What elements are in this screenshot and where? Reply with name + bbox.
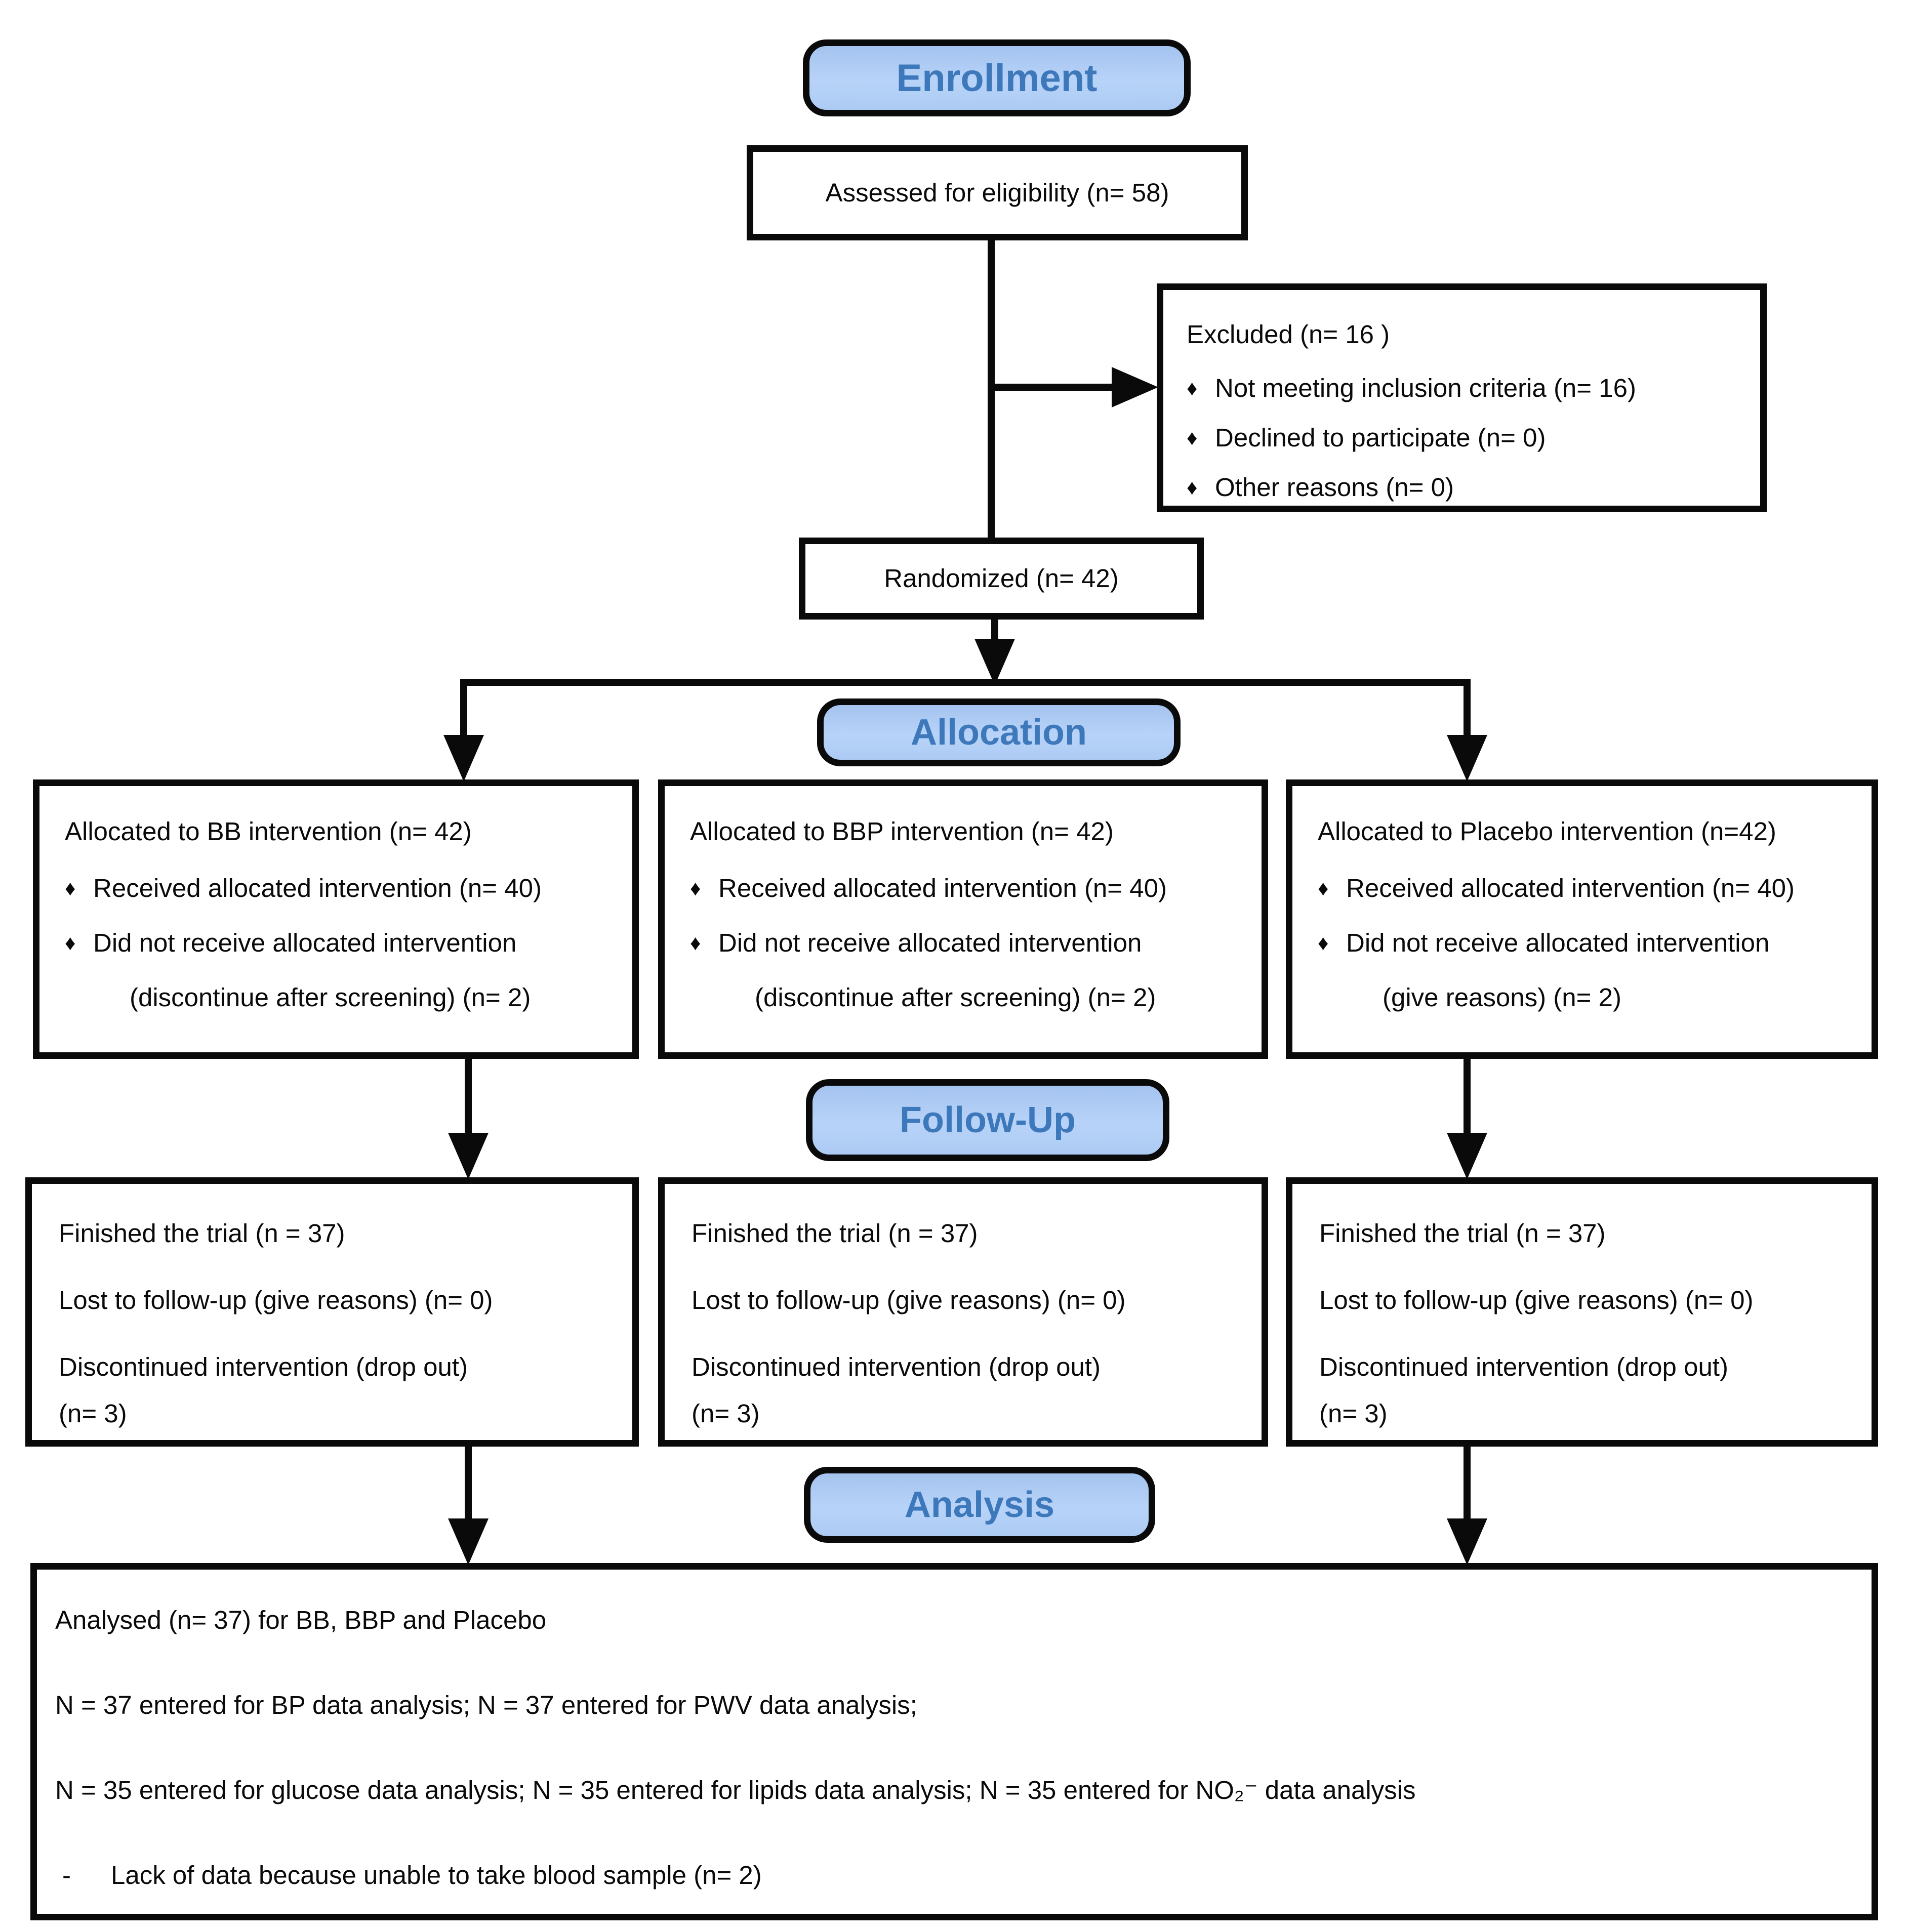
diamond-bullet-icon: ♦ xyxy=(65,876,76,900)
arrow-right-icon xyxy=(1112,367,1158,407)
arrow-down-icon xyxy=(1447,1133,1487,1179)
follow-up-line: Lost to follow-up (give reasons) (n= 0) xyxy=(1319,1286,1754,1314)
excluded-bullet-text: Other reasons (n= 0) xyxy=(1215,473,1454,502)
excluded-title: Excluded (n= 16 ) xyxy=(1187,320,1390,349)
connector-follow-up-to-analysis-right xyxy=(1464,1446,1471,1522)
connector-to-excluded xyxy=(988,384,1116,391)
diamond-bullet-icon: ♦ xyxy=(690,876,701,900)
follow-up-line: Discontinued intervention (drop out) xyxy=(692,1352,1101,1381)
allocation-title: Allocated to BB intervention (n= 42) xyxy=(65,817,472,846)
allocation-bullet-continuation: (discontinue after screening) (n= 2) xyxy=(130,983,531,1012)
analysis-dash-line: - Lack of data because unable to take bl… xyxy=(55,1859,1859,1892)
allocation-bullet-continuation: (discontinue after screening) (n= 2) xyxy=(755,983,1156,1012)
allocation-bbp-box: Allocated to BBP intervention (n= 42) ♦ … xyxy=(658,779,1268,1059)
allocation-bullet-text: Did not receive allocated intervention xyxy=(93,928,517,957)
dash-bullet: - xyxy=(62,1861,71,1889)
analysis-line: N = 35 entered for glucose data analysis… xyxy=(55,1776,1416,1804)
allocation-bb-box: Allocated to BB intervention (n= 42) ♦ R… xyxy=(33,779,639,1059)
allocation-bullet-text: Did not receive allocated intervention xyxy=(718,928,1142,957)
allocation-bullet-row: ♦ Received allocated intervention (n= 40… xyxy=(65,872,620,905)
follow-up-bbp-box: Finished the trial (n = 37) Lost to foll… xyxy=(658,1177,1268,1447)
connector-follow-up-to-analysis-left xyxy=(465,1446,472,1522)
follow-up-line: (n= 3) xyxy=(1319,1399,1388,1428)
follow-up-line: Lost to follow-up (give reasons) (n= 0) xyxy=(692,1286,1126,1314)
diamond-bullet-icon: ♦ xyxy=(1187,426,1198,449)
allocation-bullet-row: ♦ Did not receive allocated intervention xyxy=(65,927,620,959)
connector-randomized-to-split xyxy=(991,619,998,644)
follow-up-line: Lost to follow-up (give reasons) (n= 0) xyxy=(59,1286,493,1314)
allocation-placebo-box: Allocated to Placebo intervention (n=42)… xyxy=(1286,779,1878,1059)
connector-split-to-bb xyxy=(460,679,467,739)
analysis-box: Analysed (n= 37) for BB, BBP and Placebo… xyxy=(30,1563,1878,1920)
diamond-bullet-icon: ♦ xyxy=(65,931,76,955)
diamond-bullet-icon: ♦ xyxy=(1318,931,1329,955)
enrollment-banner: Enrollment xyxy=(803,39,1191,116)
follow-up-bb-box: Finished the trial (n = 37) Lost to foll… xyxy=(25,1177,639,1447)
allocation-bullet-text: Received allocated intervention (n= 40) xyxy=(718,874,1167,902)
analysis-line: Lack of data because unable to take bloo… xyxy=(111,1861,762,1889)
arrow-down-icon xyxy=(1447,1518,1487,1565)
diamond-bullet-icon: ♦ xyxy=(1318,876,1329,900)
randomized-box: Randomized (n= 42) xyxy=(799,538,1204,620)
follow-up-line: (n= 3) xyxy=(59,1399,127,1428)
allocation-bullet-row: ♦ Did not receive allocated intervention xyxy=(1318,927,1859,959)
arrow-down-icon xyxy=(443,735,484,782)
assessed-text: Assessed for eligibility (n= 58) xyxy=(825,178,1169,207)
arrow-down-icon xyxy=(448,1133,489,1179)
analysis-line: N = 37 entered for BP data analysis; N =… xyxy=(55,1691,917,1719)
follow-up-placebo-box: Finished the trial (n = 37) Lost to foll… xyxy=(1286,1177,1878,1447)
allocation-banner: Allocation xyxy=(817,698,1181,766)
follow-up-banner: Follow-Up xyxy=(806,1079,1169,1161)
allocation-title: Allocated to BBP intervention (n= 42) xyxy=(690,817,1114,846)
arrow-down-icon xyxy=(1447,735,1487,782)
follow-up-line: (n= 3) xyxy=(692,1399,760,1428)
connector-placebo-to-follow-up xyxy=(1464,1058,1471,1135)
allocation-bullet-row: ♦ Did not receive allocated intervention xyxy=(690,927,1249,959)
allocation-bullet-row: ♦ Received allocated intervention (n= 40… xyxy=(1318,872,1859,905)
excluded-bullet-row: ♦ Not meeting inclusion criteria (n= 16) xyxy=(1187,372,1752,404)
assessed-for-eligibility-box: Assessed for eligibility (n= 58) xyxy=(747,145,1248,240)
diamond-bullet-icon: ♦ xyxy=(1187,376,1198,400)
allocation-bullet-text: Did not receive allocated intervention xyxy=(1346,928,1770,957)
follow-up-line: Finished the trial (n = 37) xyxy=(59,1219,345,1248)
connector-bb-to-follow-up xyxy=(465,1058,472,1135)
allocation-bullet-continuation: (give reasons) (n= 2) xyxy=(1383,983,1621,1012)
diamond-bullet-icon: ♦ xyxy=(690,931,701,955)
connector-split-to-placebo xyxy=(1464,679,1471,739)
arrow-down-icon xyxy=(974,639,1015,685)
allocation-split-line xyxy=(460,679,1471,686)
follow-up-line: Finished the trial (n = 37) xyxy=(1319,1219,1606,1248)
excluded-bullet-text: Declined to participate (n= 0) xyxy=(1215,423,1546,452)
allocation-bullet-text: Received allocated intervention (n= 40) xyxy=(1346,874,1795,902)
excluded-bullet-row: ♦ Declined to participate (n= 0) xyxy=(1187,422,1752,454)
analysis-banner: Analysis xyxy=(804,1467,1155,1543)
arrow-down-icon xyxy=(448,1518,489,1565)
allocation-bullet-row: ♦ Received allocated intervention (n= 40… xyxy=(690,872,1249,905)
follow-up-line: Discontinued intervention (drop out) xyxy=(59,1352,468,1381)
analysis-line: Analysed (n= 37) for BB, BBP and Placebo xyxy=(55,1606,547,1634)
excluded-bullet-row: ♦ Other reasons (n= 0) xyxy=(1187,471,1752,504)
excluded-bullet-text: Not meeting inclusion criteria (n= 16) xyxy=(1215,374,1636,402)
diamond-bullet-icon: ♦ xyxy=(1187,475,1198,499)
allocation-title: Allocated to Placebo intervention (n=42) xyxy=(1318,817,1776,846)
follow-up-line: Discontinued intervention (drop out) xyxy=(1319,1352,1728,1381)
excluded-box: Excluded (n= 16 ) ♦ Not meeting inclusio… xyxy=(1157,283,1767,512)
randomized-text: Randomized (n= 42) xyxy=(884,564,1119,593)
follow-up-line: Finished the trial (n = 37) xyxy=(692,1219,978,1248)
allocation-bullet-text: Received allocated intervention (n= 40) xyxy=(93,874,542,902)
